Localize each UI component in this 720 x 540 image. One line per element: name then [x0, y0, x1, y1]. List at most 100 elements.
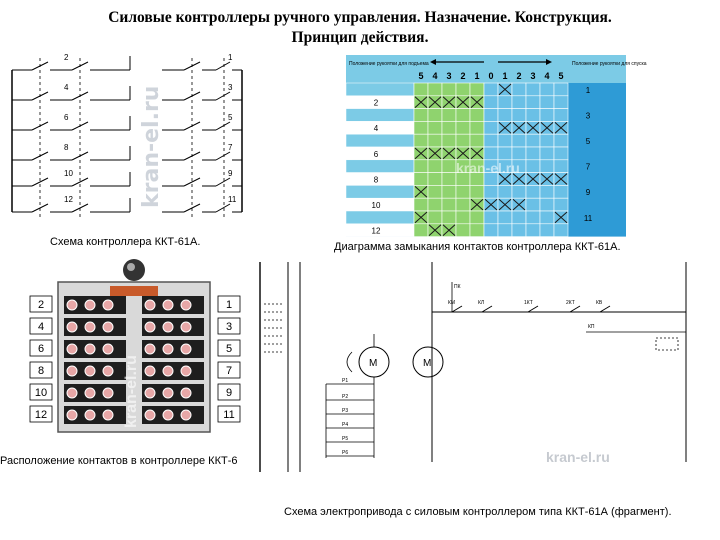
- diagram-header-right: Положение рукоятки для спуска: [572, 61, 647, 67]
- diagram-cell: [497, 223, 513, 237]
- diagram-position-label: 5: [558, 71, 563, 81]
- diagram-cell: [483, 210, 499, 225]
- diagram-cell: [525, 108, 541, 122]
- left-contact-number: 4: [38, 321, 44, 333]
- schema-contact: [71, 177, 89, 187]
- left-contact-number: 10: [35, 387, 47, 399]
- diagram-cell: [511, 210, 527, 225]
- diagram-cell: [539, 108, 555, 122]
- diagram-closure-mark: [442, 224, 456, 236]
- schema-left-number: 8: [64, 143, 69, 152]
- diagram-position-label: 0: [488, 71, 493, 81]
- diagram-closure-mark: [470, 96, 484, 108]
- left-number-box: [29, 339, 53, 357]
- contact-tip: [180, 365, 192, 377]
- contact-tip: [66, 343, 78, 355]
- contact-tip: [144, 365, 156, 377]
- diagram-cell: [525, 159, 541, 173]
- diagram-cell: [469, 185, 485, 199]
- diagram-closure-mark: [540, 173, 554, 185]
- resistor-label: Р2: [342, 394, 348, 400]
- diagram-closure-mark: [414, 96, 428, 108]
- diagram-cell: [553, 159, 569, 173]
- diagram-cell: [553, 95, 569, 109]
- diagram-cell: [455, 82, 471, 97]
- contact-tip: [162, 409, 174, 421]
- motor-2: [412, 346, 444, 378]
- contact-tip: [144, 409, 156, 421]
- contact-tip: [84, 387, 96, 399]
- diagram-row-label: 7: [586, 163, 591, 172]
- diagram-cell: [511, 108, 527, 122]
- diagram-position-label: 3: [530, 71, 535, 81]
- diagram-row-label: 8: [374, 175, 379, 184]
- diagram-cell: [497, 185, 513, 199]
- diagram-cell: [413, 172, 429, 186]
- contact-tip: [180, 387, 192, 399]
- diagram-cell: [441, 133, 457, 148]
- diagram-closure-mark: [512, 173, 526, 185]
- page-title-line2: Принцип действия.: [291, 29, 429, 46]
- right-contact-number: 11: [223, 409, 234, 421]
- right-contact-number: 1: [226, 299, 232, 311]
- schema-watermark: kran-el.ru: [139, 86, 164, 208]
- diagram-arrow-right-head: [546, 59, 552, 65]
- diagram-cell: [441, 172, 457, 186]
- drive-control-contact: [599, 305, 611, 313]
- diagram-cell: [413, 121, 429, 135]
- schema-right-number: 7: [228, 143, 233, 152]
- schema-contact: [215, 177, 231, 187]
- contact-tip: [144, 299, 156, 311]
- diagram-row-label: 9: [586, 188, 591, 197]
- schema-contact: [215, 91, 231, 101]
- drive-label-pk: ПК: [454, 284, 461, 290]
- diagram-cell: [413, 108, 429, 122]
- diagram-cell: [511, 185, 527, 199]
- diagram-closure-mark: [456, 96, 470, 108]
- contact-tip: [66, 409, 78, 421]
- diagram-row-label: 5: [586, 137, 591, 146]
- diagram-row-label: 4: [374, 124, 379, 133]
- drive-control-contact: [569, 305, 581, 313]
- diagram-cell: [525, 133, 541, 148]
- diagram-cell: [497, 146, 513, 161]
- diagram-cell: [441, 210, 457, 225]
- page-title: Силовые контроллеры ручного управления. …: [0, 8, 720, 48]
- contact-tip: [102, 409, 114, 421]
- contact-tip: [162, 365, 174, 377]
- diagram-position-label: 2: [516, 71, 521, 81]
- diagram-cell: [539, 159, 555, 173]
- diagram-closure-mark: [414, 211, 428, 224]
- diagram-cell: [525, 82, 541, 97]
- schema-left-number: 2: [64, 53, 69, 62]
- right-contact-number: 7: [226, 365, 232, 377]
- diagram-position-label: 2: [460, 71, 465, 81]
- diagram-closure-mark: [442, 96, 456, 108]
- diagram-cell: [539, 185, 555, 199]
- contact-tip: [84, 409, 96, 421]
- diagram-position-label: 3: [446, 71, 451, 81]
- diagram-cell: [553, 146, 569, 161]
- right-contact-number: 9: [226, 387, 232, 399]
- diagram-cell: [539, 95, 555, 109]
- diagram-closure-mark: [554, 211, 568, 224]
- diagram-cell: [427, 133, 443, 148]
- contact-tip: [162, 321, 174, 333]
- diagram-closure-mark: [442, 147, 456, 160]
- schema-contact: [215, 151, 231, 161]
- diagram-row-label-cell: [345, 185, 415, 199]
- left-number-box: [29, 383, 53, 401]
- diagram-cell: [525, 210, 541, 225]
- schema-contact: [215, 61, 231, 71]
- left-contact-number: 2: [38, 299, 44, 311]
- diagram-cell: [483, 133, 499, 148]
- diagram-closure-mark: [526, 122, 540, 134]
- diagram-cell: [539, 146, 555, 161]
- diagram-cell: [553, 223, 569, 237]
- diagram-closure-mark: [414, 186, 428, 198]
- diagram-closure-mark: [526, 173, 540, 185]
- diagram-cell: [469, 133, 485, 148]
- drive-dashed-block: [655, 337, 679, 351]
- schema-right-number: 3: [228, 83, 233, 92]
- contact-tip: [180, 299, 192, 311]
